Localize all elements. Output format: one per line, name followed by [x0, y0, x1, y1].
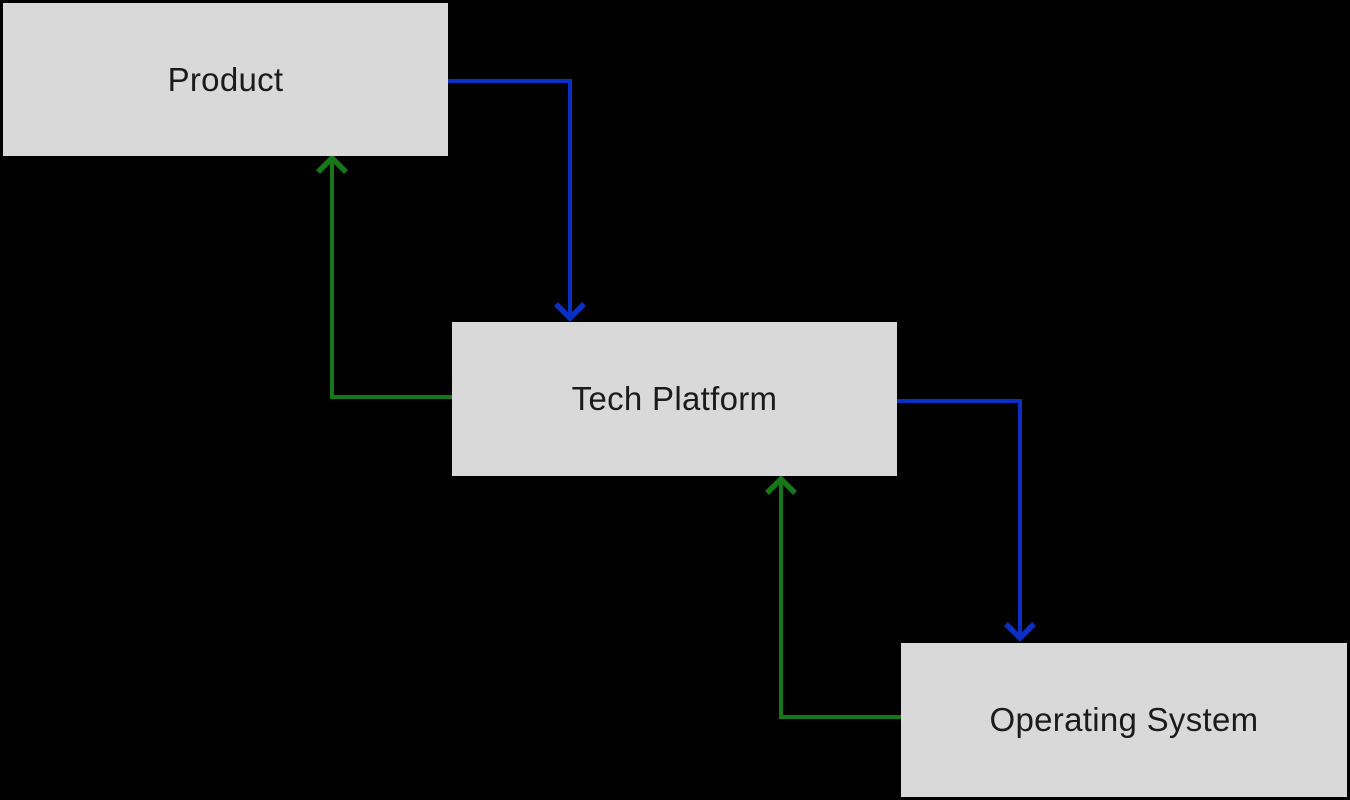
edge-arrowhead [554, 302, 586, 322]
node-product[interactable]: Product [3, 3, 448, 156]
edge-line[interactable] [779, 481, 901, 719]
edge-product-to-tech-platform[interactable] [448, 79, 586, 322]
edge-line[interactable] [330, 160, 452, 399]
edge-tech-platform-to-operating-system[interactable] [897, 399, 1036, 642]
edge-tech-platform-to-product[interactable] [316, 154, 452, 399]
node-tech-platform-label: Tech Platform [571, 380, 778, 417]
edge-line[interactable] [448, 79, 572, 316]
node-tech-platform[interactable]: Tech Platform [452, 322, 897, 476]
edge-operating-system-to-tech-platform[interactable] [765, 475, 901, 719]
edge-arrowhead [1004, 622, 1036, 642]
edge-arrowhead [316, 154, 348, 174]
edge-arrowhead [765, 475, 797, 495]
edge-line[interactable] [897, 399, 1022, 636]
node-operating-system[interactable]: Operating System [901, 643, 1347, 797]
node-operating-system-label: Operating System [989, 701, 1259, 738]
node-product-label: Product [167, 60, 284, 98]
